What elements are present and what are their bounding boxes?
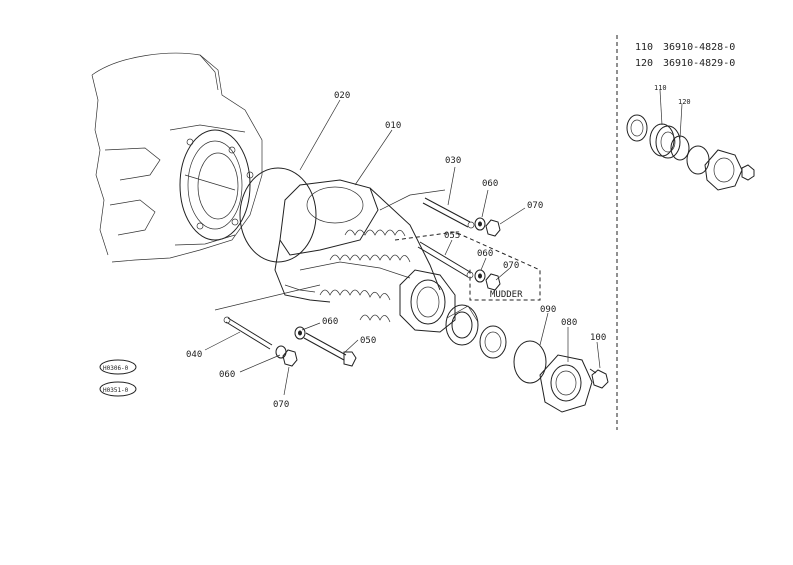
callout-020: 020 (334, 91, 350, 101)
gearbox-housing (91, 52, 263, 263)
cover-080 (539, 354, 593, 413)
stud-bolt-030 (422, 197, 475, 229)
badge-1-outline (99, 359, 137, 375)
mudder-group-box: MUDDER (394, 231, 541, 301)
housing-bore (179, 129, 251, 241)
callout-040: 040 (186, 350, 202, 360)
callout-060-d: 060 (219, 370, 235, 380)
callout-060-a: 060 (482, 179, 498, 189)
legend-part-120: 36910-4829-0 (663, 58, 735, 69)
o-ring-090 (513, 340, 547, 384)
nut-070-top (485, 219, 501, 237)
callout-070-a: 070 (527, 201, 543, 211)
axle-casing-010 (274, 179, 456, 333)
badge-2-outline (99, 381, 137, 397)
callout-010: 010 (385, 121, 401, 131)
legend-ref-110: 110 (635, 42, 653, 53)
lock-washer-060-bottom (275, 326, 306, 359)
callout-030: 030 (445, 156, 461, 166)
callout-100: 100 (590, 333, 606, 343)
inset-assembly (626, 114, 755, 191)
callout-080: 080 (561, 318, 577, 328)
nut-070-bottom (282, 349, 298, 367)
mudder-label: MUDDER (490, 290, 523, 300)
lock-washer-060-top (474, 217, 486, 231)
stud-bolt-040 (223, 316, 273, 350)
callout-070-b: 070 (503, 261, 519, 271)
legend-ref-120: 120 (635, 58, 653, 69)
callout-055: 055 (444, 231, 460, 241)
callout-070-c: 070 (273, 400, 289, 410)
badge-1: H0306-0 (103, 365, 129, 372)
callout-060-b: 060 (477, 249, 493, 259)
callout-050: 050 (360, 336, 376, 346)
callouts: 020 010 030 060 070 055 060 070 090 080 … (186, 84, 691, 410)
bolt-050 (303, 332, 357, 367)
callout-120: 120 (678, 98, 691, 106)
leader-lines (204, 89, 683, 396)
bearing-assembly (445, 304, 507, 359)
legend: 110 36910-4828-0 120 36910-4829-0 (635, 42, 735, 69)
bolt-100 (589, 368, 609, 389)
callout-060-c: 060 (322, 317, 338, 327)
legend-part-110: 36910-4828-0 (663, 42, 735, 53)
lock-washer-060-mid (474, 269, 486, 283)
badge-2: H0351-0 (103, 387, 129, 394)
o-ring-020 (239, 167, 317, 263)
callout-090: 090 (540, 305, 556, 315)
nut-070-mid (485, 273, 501, 291)
callout-110: 110 (654, 84, 667, 92)
reference-badges: H0306-0 H0351-0 (99, 359, 137, 397)
